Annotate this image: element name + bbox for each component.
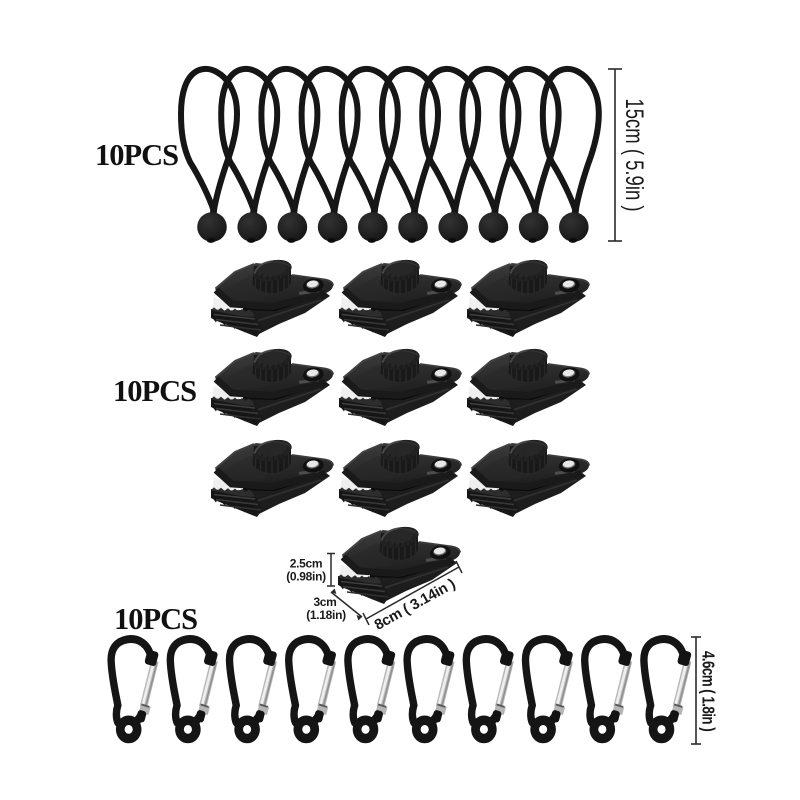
svg-text:10PCS: 10PCS — [113, 374, 196, 408]
svg-text:2.5cm: 2.5cm — [290, 557, 323, 571]
svg-text:4.6cm ( 1.8in ): 4.6cm ( 1.8in ) — [698, 651, 717, 732]
svg-text:10PCS: 10PCS — [95, 138, 178, 172]
svg-text:3cm: 3cm — [313, 595, 336, 609]
svg-text:(1.18in): (1.18in) — [306, 608, 346, 622]
svg-text:(0.98in): (0.98in) — [286, 570, 326, 584]
svg-text:15cm ( 5.9in ): 15cm ( 5.9in ) — [620, 98, 648, 211]
svg-text:10PCS: 10PCS — [114, 602, 197, 636]
